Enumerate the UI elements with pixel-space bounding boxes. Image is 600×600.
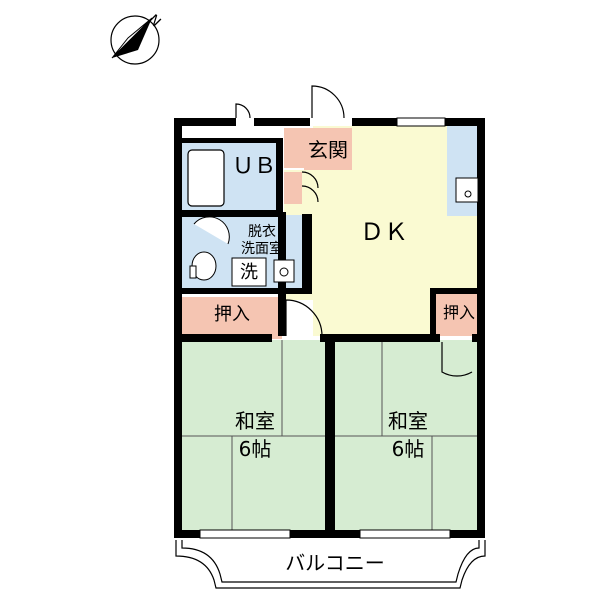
washitsu-left-floor [180,340,327,530]
entrance-floor [304,128,352,170]
washitsu-left-size: 6帖 [239,437,272,461]
closet-right-floor [435,292,483,336]
closet-left-floor [182,297,282,339]
tatami-lines [182,340,483,530]
dressing-label-line1: 脱衣 [248,224,276,240]
washbasin [273,259,295,283]
bathtub [187,149,225,207]
toilet-tank [193,216,230,245]
entrance-step [284,128,304,168]
compass: N [110,12,164,65]
compass-circle [110,15,160,65]
doors [235,85,473,377]
compass-arrow-dark [112,18,152,58]
kitchen-sink [455,177,479,203]
entrance-label: 玄関 [308,138,348,162]
closet-right-label: 押入 [443,303,475,322]
unit-bath-label: ＵＢ [232,154,276,179]
windows [199,117,451,539]
balcony-outline [175,540,486,589]
washitsu-right-floor [333,340,483,530]
sink-drain-icon [464,190,472,198]
walls [174,118,485,538]
dk-label: ＤＫ [360,218,408,246]
balcony-label: バルコニー [285,551,385,575]
washitsu-right-name: 和室 [388,409,428,433]
washer-pan [231,257,267,287]
toilet-paper-icon [189,265,197,279]
closet-left-label: 押入 [214,304,250,325]
dressing-label-line2: 洗面室 [241,240,283,257]
washitsu-left-name: 和室 [235,409,275,433]
shoe-storage [284,172,302,204]
washitsu-right-size: 6帖 [392,437,425,461]
washbasin-drain-icon [279,267,289,277]
washer-label: 洗 [240,262,258,283]
